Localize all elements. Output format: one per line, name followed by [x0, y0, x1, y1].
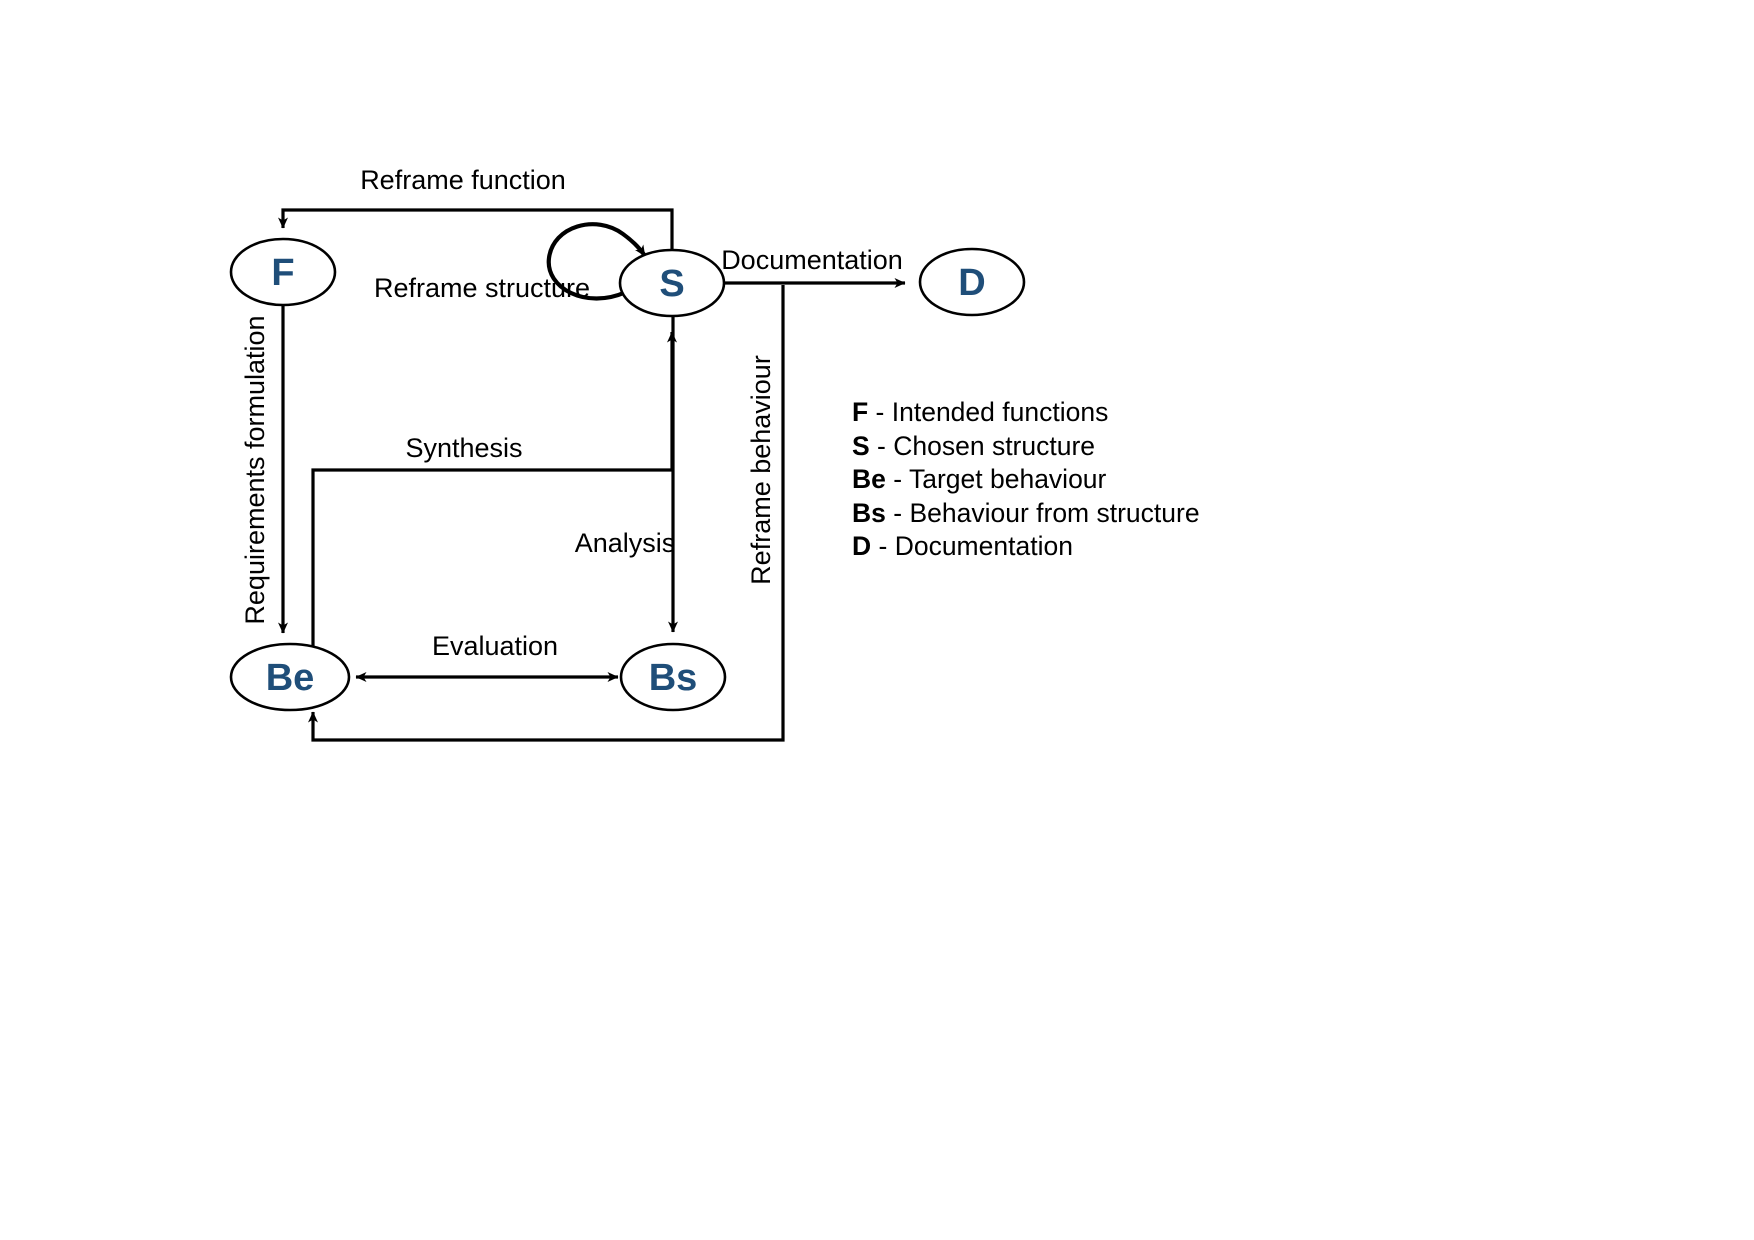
legend-item-Bs: Bs - Behaviour from structure — [852, 497, 1272, 531]
legend: F - Intended functions S - Chosen struct… — [852, 396, 1272, 564]
node-F[interactable]: F — [229, 237, 337, 307]
legend-text-D: - Documentation — [871, 531, 1073, 561]
node-Bs[interactable]: Bs — [619, 642, 727, 712]
legend-item-F: F - Intended functions — [852, 396, 1272, 430]
legend-key-Bs: Bs — [852, 497, 886, 528]
legend-text-F: - Intended functions — [868, 397, 1109, 427]
legend-item-D: D - Documentation — [852, 530, 1272, 564]
node-S-label: S — [659, 263, 684, 305]
node-F-ellipse — [229, 237, 337, 307]
legend-text-Bs: - Behaviour from structure — [885, 497, 1200, 528]
node-Be[interactable]: Be — [229, 642, 351, 712]
legend-text-Be: - Target behaviour — [885, 464, 1107, 494]
edge-label-reframe-behaviour: Reframe behaviour — [746, 355, 776, 585]
legend-item-Be: Be - Target behaviour — [852, 463, 1272, 497]
edge-reframe-behaviour — [308, 285, 785, 742]
legend-key-D: D — [852, 531, 872, 561]
node-Be-label: Be — [266, 657, 315, 699]
legend-key-S: S — [852, 430, 870, 461]
legend-key-F: F — [852, 397, 869, 427]
node-Be-ellipse — [229, 642, 351, 712]
node-S-ellipse — [618, 248, 726, 318]
node-D-ellipse — [918, 247, 1026, 317]
edge-label-documentation: Documentation — [721, 245, 903, 275]
edge-label-analysis: Analysis — [575, 528, 676, 558]
edge-label-reframe-structure: Reframe structure — [374, 273, 590, 303]
legend-item-S: S - Chosen structure — [852, 430, 1272, 464]
edge-reframe-function — [278, 208, 674, 250]
edge-reframe-structure-selfloop — [546, 222, 647, 301]
edge-label-synthesis: Synthesis — [405, 433, 522, 463]
node-D[interactable]: D — [918, 247, 1026, 317]
legend-text-S: - Chosen structure — [869, 430, 1096, 461]
legend-key-Be: Be — [852, 464, 886, 494]
node-Bs-ellipse — [619, 642, 727, 712]
node-Bs-label: Bs — [649, 657, 698, 699]
edge-label-evaluation: Evaluation — [432, 631, 558, 661]
edge-label-requirements-formulation: Requirements formulation — [240, 315, 270, 624]
node-F-label: F — [271, 252, 294, 294]
edge-label-reframe-function: Reframe function — [360, 165, 566, 195]
node-S[interactable]: S — [618, 248, 726, 318]
node-D-label: D — [958, 262, 985, 304]
